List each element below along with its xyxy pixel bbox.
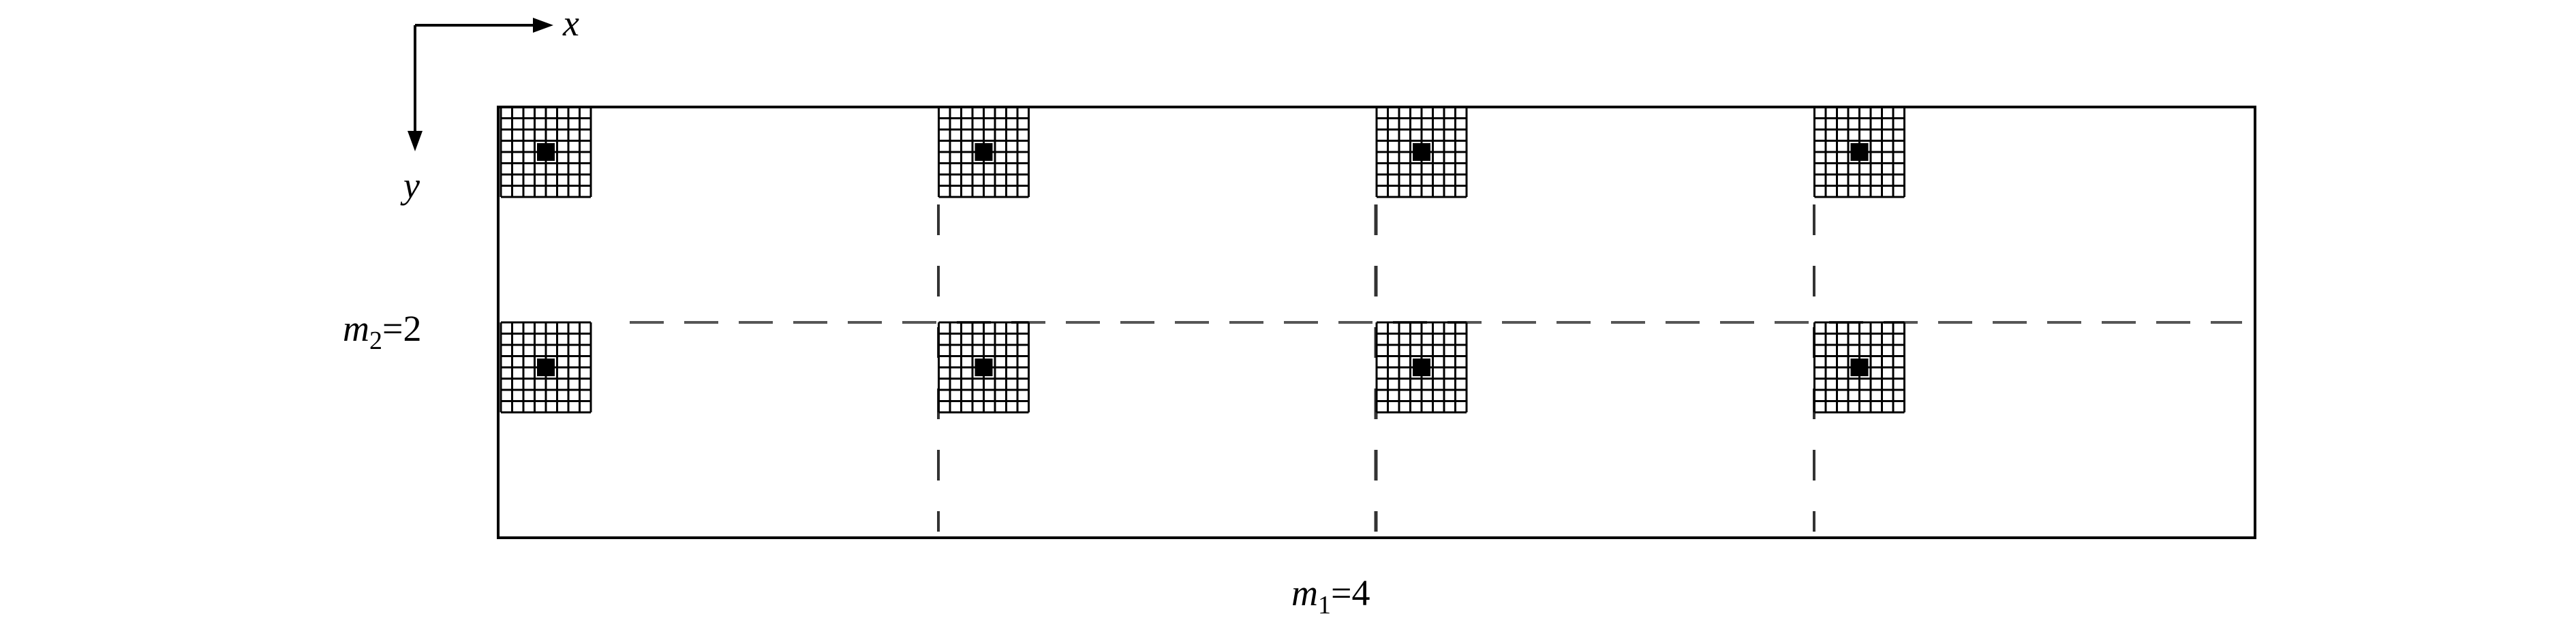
m2-label: m2=2 bbox=[343, 308, 421, 355]
center-marker bbox=[1850, 359, 1869, 376]
mesh-block bbox=[500, 321, 592, 414]
x-axis-label: x bbox=[562, 3, 579, 44]
axis-indicator: x y bbox=[400, 3, 579, 206]
center-marker bbox=[1413, 143, 1430, 161]
m1-label: m1=4 bbox=[1291, 573, 1370, 620]
mesh-block bbox=[1375, 106, 1468, 198]
center-marker bbox=[1850, 143, 1869, 161]
y-axis-label: y bbox=[400, 165, 420, 206]
center-marker bbox=[975, 359, 993, 376]
mesh-blocks bbox=[500, 106, 1905, 414]
mesh-block bbox=[1375, 321, 1468, 414]
center-marker bbox=[975, 143, 993, 161]
x-axis-arrowhead bbox=[533, 18, 553, 33]
column-dividers bbox=[937, 204, 1815, 532]
mesh-block bbox=[500, 106, 592, 198]
center-marker bbox=[537, 359, 555, 376]
center-marker bbox=[537, 143, 555, 161]
y-axis-arrowhead bbox=[408, 131, 423, 151]
mesh-block bbox=[1813, 321, 1905, 414]
center-marker bbox=[1413, 359, 1430, 376]
mesh-block bbox=[938, 106, 1030, 198]
mesh-block bbox=[1813, 106, 1905, 198]
mesh-block bbox=[938, 321, 1030, 414]
